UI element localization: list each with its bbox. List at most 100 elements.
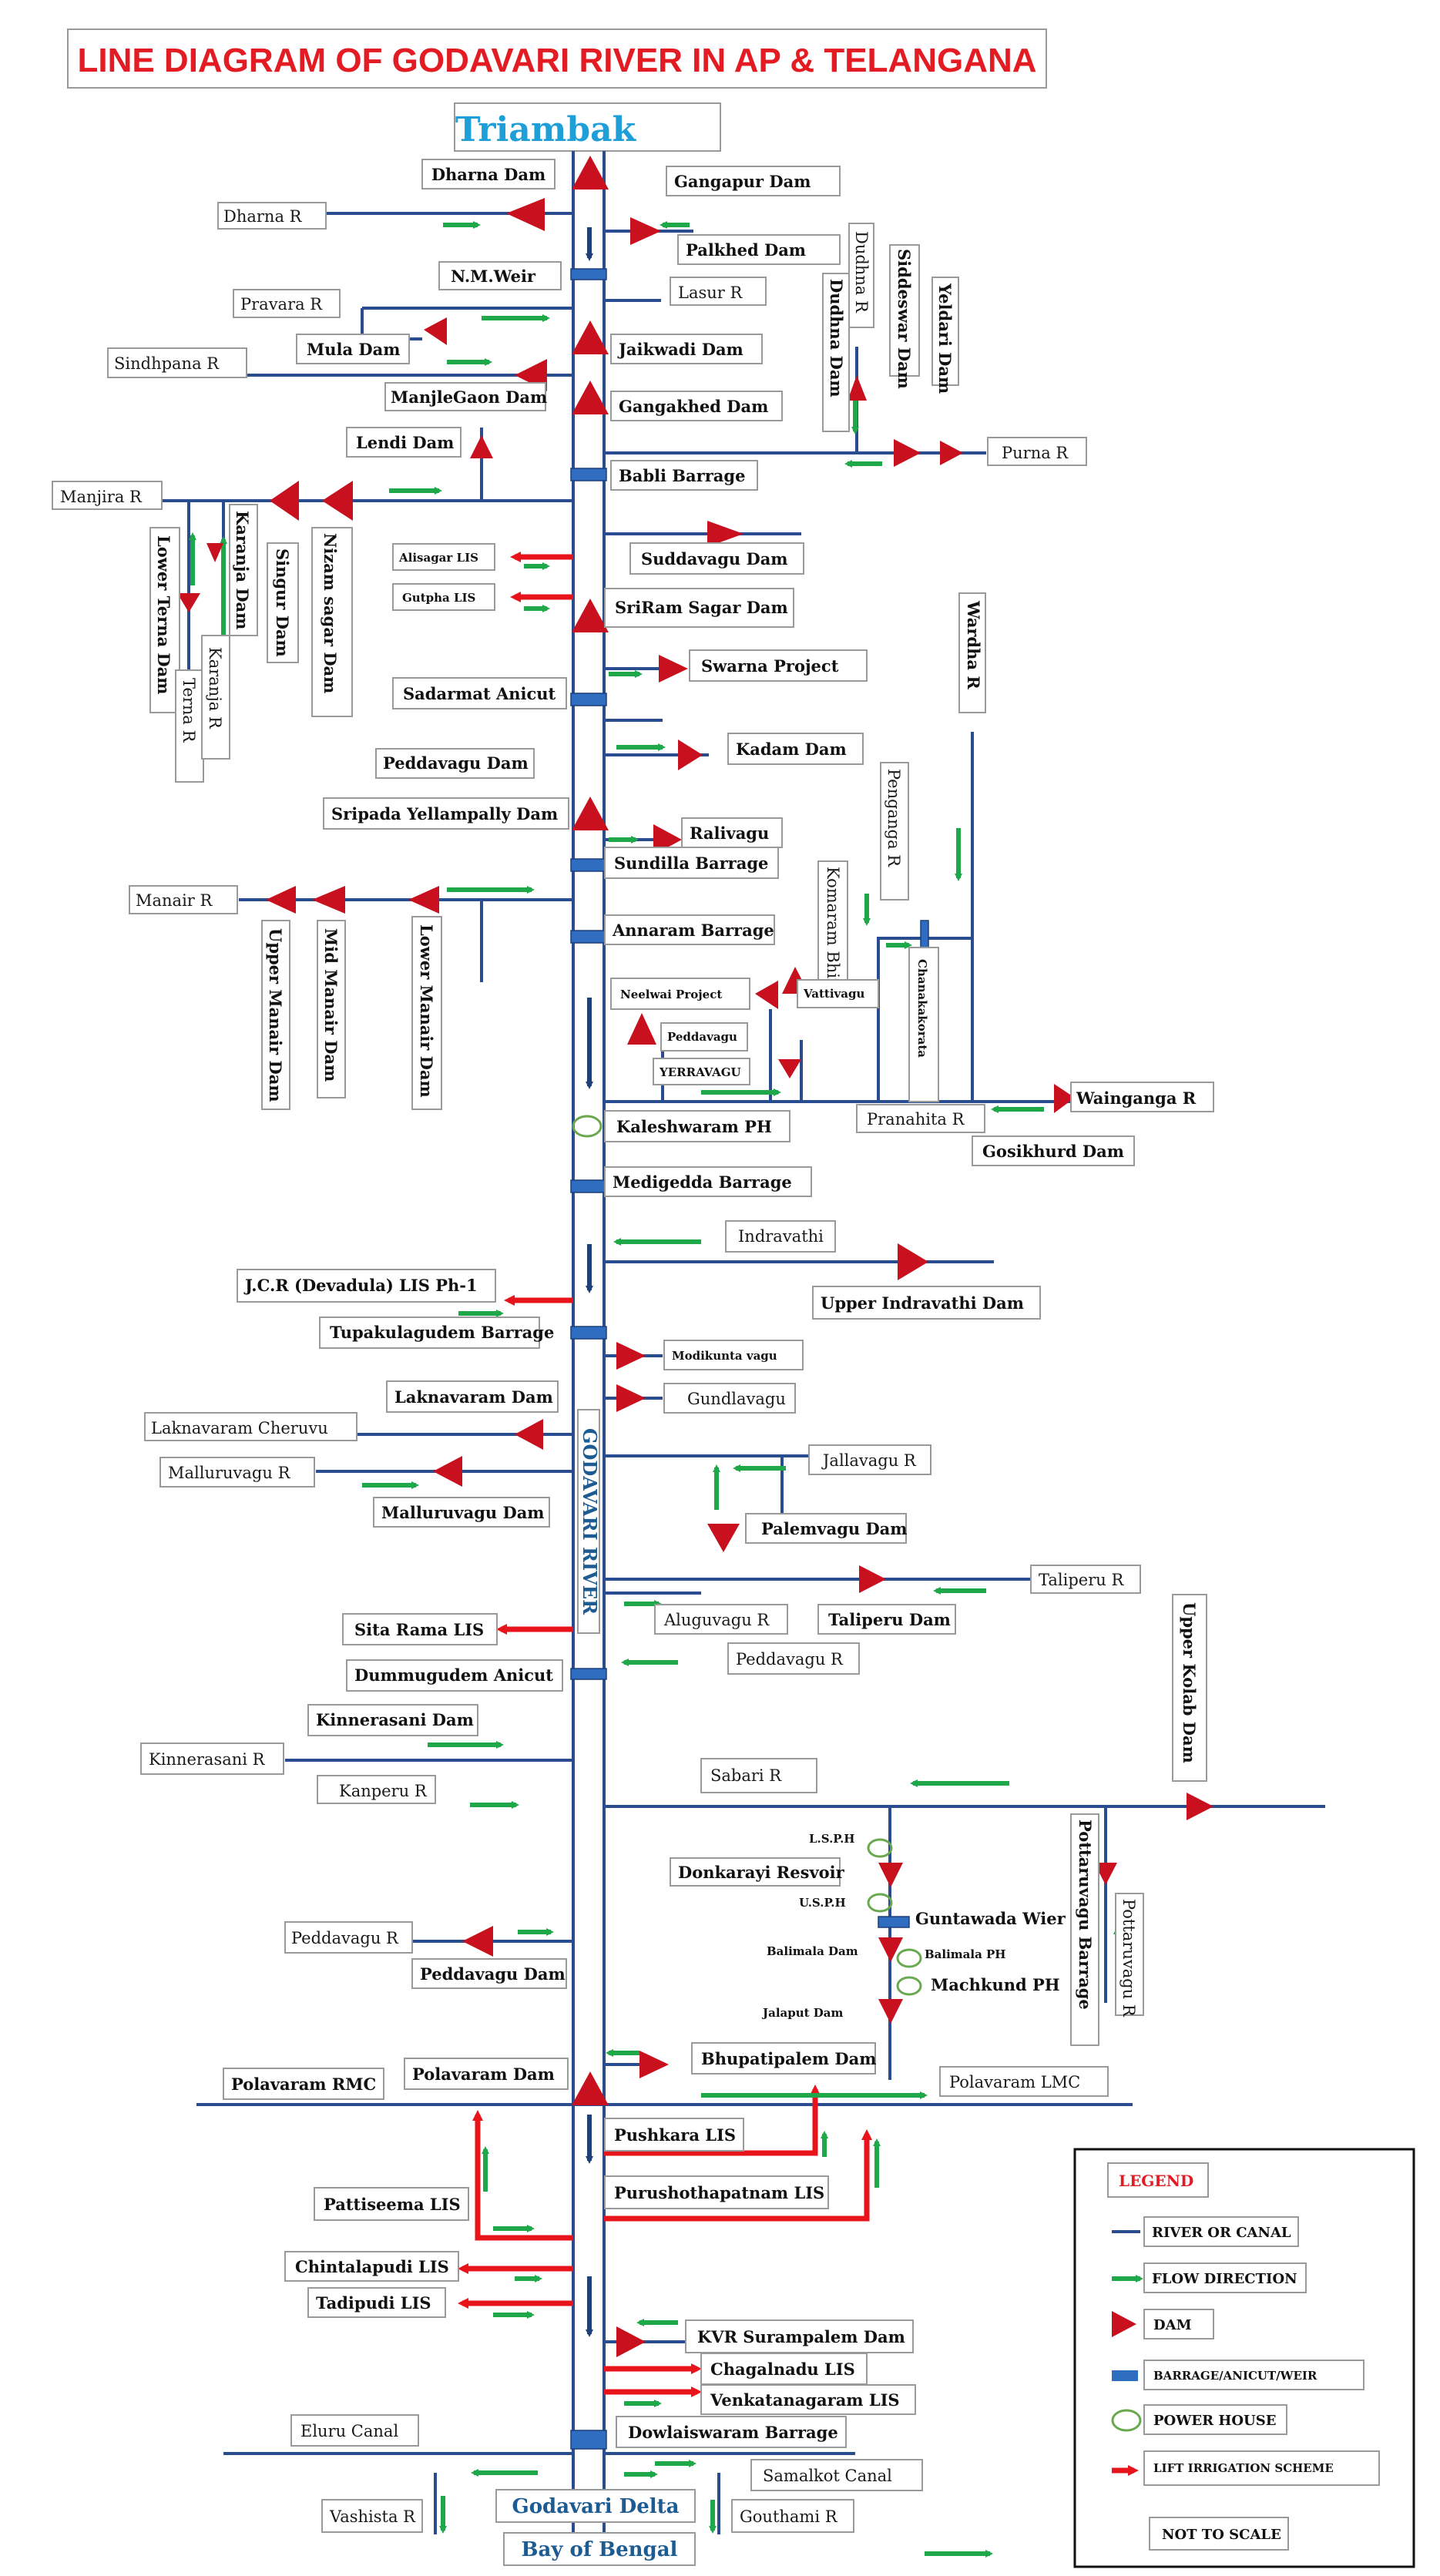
label-karanja-dam: Karanja Dam (233, 511, 252, 629)
legend-powerhouse-symbol (1111, 2409, 1142, 2432)
label-chagalnadu-lis: Chagalnadu LIS (710, 2360, 855, 2379)
label-vashista-r: Vashista R (329, 2507, 416, 2526)
labels: Dharna Dam Dharna R Gangapur Dam Palkhed… (52, 159, 1214, 2533)
label-lsph: L.S.P.H (809, 1832, 854, 1846)
label-malluruvagu-dam: Malluruvagu Dam (381, 1503, 545, 1522)
label-chanakakorata: Chanakakorata (915, 959, 929, 1058)
label-indravathi: Indravathi (738, 1227, 824, 1246)
label-gangakhed-dam: Gangakhed Dam (619, 397, 768, 416)
label-kanperu-r: Kanperu R (339, 1782, 428, 1800)
label-vattivagu: Vattivagu (803, 987, 864, 1001)
label-pravara-r: Pravara R (240, 295, 323, 314)
label-alisagar-lis: Alisagar LIS (398, 551, 478, 565)
label-jaikwadi-dam: Jaikwadi Dam (617, 340, 743, 359)
legend: LEGEND RIVER OR CANAL FLOW DIRECTION DAM… (1073, 2148, 1415, 2568)
label-manjira-r: Manjira R (60, 488, 143, 506)
river-name-label: GODAVARI RIVER (579, 1428, 601, 1615)
label-peddavagu-r-2: Peddavagu R (291, 1929, 399, 1947)
label-polavaram-dam: Polavaram Dam (412, 2064, 555, 2084)
label-sindhpana-r: Sindhpana R (114, 354, 220, 373)
label-guntawada-wier: Guntawada Wier (915, 1909, 1066, 1928)
label-pranahita-r: Pranahita R (867, 1110, 965, 1129)
label-dudhna-dam: Dudhna Dam (827, 279, 846, 397)
label-laknavaram-dam: Laknavaram Dam (394, 1387, 553, 1407)
label-upper-manair-dam: Upper Manair Dam (266, 928, 285, 1102)
label-kaleshwaram-ph: Kaleshwaram PH (616, 1117, 772, 1136)
label-nizam-sagar-dam: Nizam sagar Dam (321, 533, 340, 693)
label-terna-r: Terna R (180, 678, 198, 743)
label-lasur-r: Lasur R (678, 283, 743, 302)
legend-title: LEGEND (1119, 2172, 1193, 2190)
label-modikunta-vagu: Modikunta vagu (672, 1349, 777, 1363)
label-mid-manair-dam: Mid Manair Dam (321, 928, 341, 1082)
label-taliperu-dam: Taliperu Dam (828, 1610, 951, 1629)
label-kadam-dam: Kadam Dam (736, 740, 847, 759)
label-sundilla-barrage: Sundilla Barrage (614, 854, 768, 873)
label-malluruvagu-r: Malluruvagu R (168, 1464, 291, 1482)
label-dharna-r: Dharna R (223, 207, 303, 226)
label-penganga-r: Penganga R (884, 769, 903, 867)
label-palkhed-dam: Palkhed Dam (686, 240, 806, 260)
label-aluguvagu-r: Aluguvagu R (663, 1611, 770, 1629)
dams (177, 156, 1213, 2357)
sea-label: Bay of Bengal (522, 2538, 678, 2561)
label-dudhna-r: Dudhna R (852, 231, 871, 314)
label-sriram-sagar-dam: SriRam Sagar Dam (615, 598, 788, 617)
title-box: LINE DIAGRAM OF GODAVARI RIVER IN AP & T… (67, 29, 1047, 89)
label-yeldari-dam: Yeldari Dam (935, 283, 955, 394)
diagram-title: LINE DIAGRAM OF GODAVARI RIVER IN AP & T… (77, 42, 1036, 79)
label-gouthami-r: Gouthami R (740, 2507, 838, 2526)
label-eluru-canal: Eluru Canal (300, 2422, 398, 2440)
label-dummugudem-anicut: Dummugudem Anicut (354, 1665, 553, 1685)
label-dharna-dam: Dharna Dam (431, 165, 545, 184)
legend-item-flow: FLOW DIRECTION (1152, 2271, 1297, 2287)
label-purushothapatnam-lis: Purushothapatnam LIS (614, 2183, 824, 2202)
label-lower-terna-dam: Lower Terna Dam (154, 535, 173, 694)
label-tadipudi-lis: Tadipudi LIS (316, 2293, 431, 2313)
label-peddavagu-small: Peddavagu (667, 1030, 737, 1044)
legend-note: NOT TO SCALE (1162, 2527, 1281, 2543)
label-gosikhurd-dam: Gosikhurd Dam (982, 1142, 1124, 1161)
label-swarna-project: Swarna Project (701, 656, 839, 676)
label-peddavagu-dam-1: Peddavagu Dam (383, 753, 529, 773)
label-palemvagu-dam: Palemvagu Dam (761, 1519, 908, 1538)
legend-dam-symbol (1112, 2311, 1136, 2337)
label-balimala-dam: Balimala Dam (767, 1944, 858, 1958)
label-purna-r: Purna R (1002, 444, 1069, 462)
legend-item-barrage: BARRAGE/ANICUT/WEIR (1153, 2369, 1317, 2383)
label-balimala-ph: Balimala PH (925, 1947, 1005, 1961)
label-ralivagu: Ralivagu (690, 823, 769, 843)
label-peddavagu-dam-2: Peddavagu Dam (420, 1964, 566, 1984)
label-siddeswar-dam: Siddeswar Dam (895, 249, 914, 389)
label-polavaram-lmc: Polavaram LMC (949, 2073, 1080, 2091)
label-karanja-r: Karanja R (206, 647, 224, 730)
label-upper-kolab-dam: Upper Kolab Dam (1180, 1602, 1199, 1763)
label-pottaruvagu-barrage: Pottaruvagu Barrage (1076, 1820, 1095, 2010)
label-manair-r: Manair R (136, 891, 213, 910)
label-jcr-devadula-lis: J.C.R (Devadula) LIS Ph-1 (243, 1276, 478, 1295)
label-sadarmat-anicut: Sadarmat Anicut (403, 684, 556, 703)
power-houses (572, 1115, 922, 1996)
label-gutpha-lis: Gutpha LIS (402, 591, 475, 605)
label-kvr-surampalem-dam: KVR Surampalem Dam (697, 2327, 905, 2346)
label-lower-manair-dam: Lower Manair Dam (417, 924, 436, 1098)
label-jallavagu-r: Jallavagu R (821, 1451, 917, 1470)
lift-irrigation-lines (458, 552, 872, 2397)
label-yerravagu: YERRAVAGU (659, 1065, 741, 1079)
legend-item-lift: LIFT IRRIGATION SCHEME (1153, 2461, 1334, 2475)
legend-item-powerhouse: POWER HOUSE (1153, 2413, 1276, 2429)
label-singur-dam: Singur Dam (273, 548, 292, 657)
label-chintalapudi-lis: Chintalapudi LIS (295, 2257, 449, 2276)
label-donkarayi-resvoir: Donkarayi Resvoir (678, 1863, 845, 1882)
legend-barrage-symbol (1112, 2370, 1138, 2381)
label-kinnerasani-dam: Kinnerasani Dam (316, 1710, 474, 1729)
label-manjlegaon-dam: ManjleGaon Dam (391, 387, 547, 407)
label-dowlaiswaram-barrage: Dowlaiswaram Barrage (628, 2423, 838, 2442)
label-tupakulagudem-barrage: Tupakulagudem Barrage (330, 1323, 554, 1342)
legend-item-river: RIVER OR CANAL (1152, 2225, 1291, 2241)
label-mula-dam: Mula Dam (307, 340, 400, 359)
label-neelwai-project: Neelwai Project (620, 988, 722, 1001)
label-polavaram-rmc: Polavaram RMC (231, 2075, 376, 2094)
delta-label: Godavari Delta (512, 2495, 680, 2518)
